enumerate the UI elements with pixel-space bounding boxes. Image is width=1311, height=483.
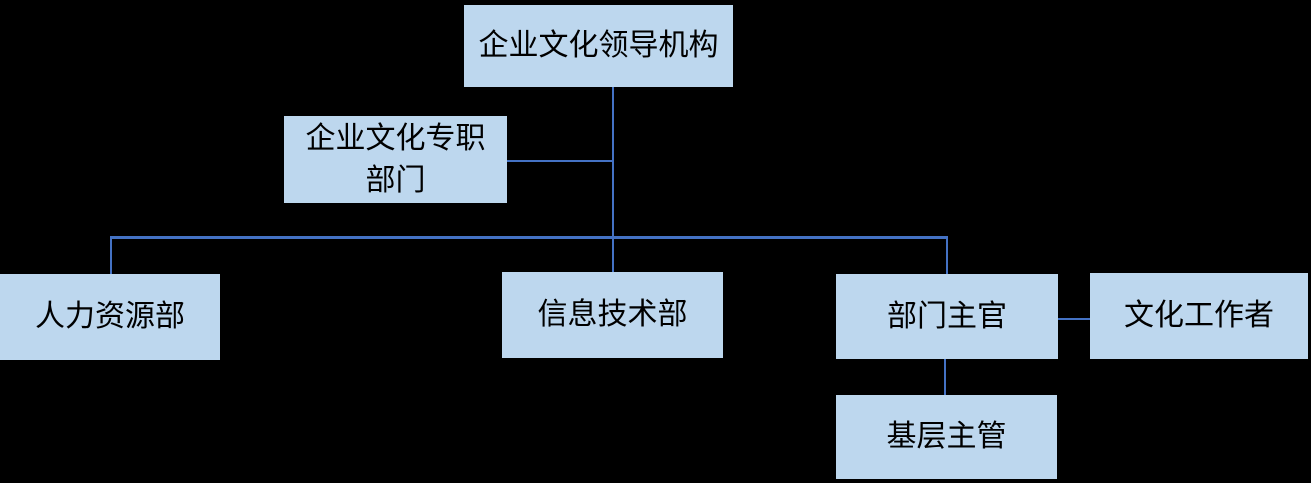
connector-grassroots-drop — [944, 359, 946, 395]
node-department-head: 部门主官 — [836, 274, 1058, 359]
node-information-technology-label: 信息技术部 — [537, 298, 688, 332]
connector-leader-trunk — [612, 87, 614, 238]
connector-staff-branch — [507, 160, 612, 162]
node-culture-staff-department: 企业文化专职 部门 — [284, 116, 507, 203]
node-culture-worker-label: 文化工作者 — [1124, 299, 1274, 333]
node-culture-worker: 文化工作者 — [1090, 273, 1308, 359]
node-grassroots-supervisor-label: 基层主管 — [886, 420, 1007, 454]
node-human-resources-label: 人力资源部 — [35, 300, 185, 334]
connector-distribution-line — [110, 236, 948, 239]
node-human-resources: 人力资源部 — [0, 274, 220, 360]
node-culture-leadership-label: 企业文化领导机构 — [478, 29, 719, 63]
connector-drop-hr — [110, 236, 112, 274]
connector-drop-dept-head — [946, 238, 948, 274]
node-grassroots-supervisor: 基层主管 — [836, 395, 1057, 479]
node-information-technology: 信息技术部 — [502, 272, 723, 358]
node-culture-staff-department-label-line2: 部门 — [365, 163, 426, 197]
node-culture-staff-department-label-line1: 企业文化专职 — [305, 122, 486, 156]
node-culture-leadership: 企业文化领导机构 — [464, 5, 733, 87]
connector-drop-it — [612, 238, 614, 272]
connector-culture-worker-branch — [1058, 318, 1090, 320]
node-department-head-label: 部门主官 — [887, 299, 1007, 333]
